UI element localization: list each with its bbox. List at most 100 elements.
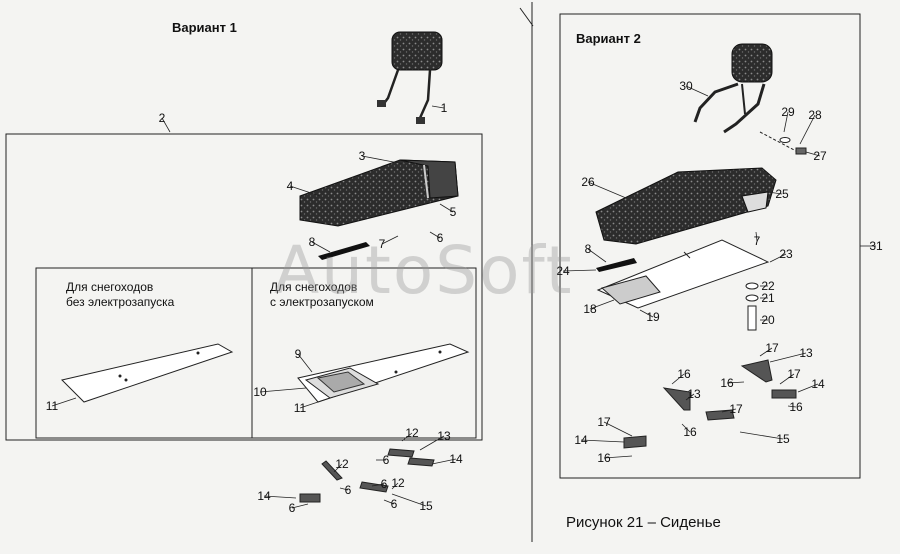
callout-number: 26 — [581, 175, 595, 189]
leader-line — [589, 299, 615, 310]
leader-line — [263, 495, 297, 499]
leader-line — [419, 435, 445, 451]
leader-line — [383, 499, 395, 505]
callout-number: 12 — [405, 426, 419, 440]
leader-line — [333, 463, 343, 473]
callout-number: 17 — [597, 415, 611, 429]
leader-line — [721, 408, 737, 413]
leader-line — [299, 397, 331, 409]
callout-number: 17 — [765, 341, 779, 355]
callout-number: 29 — [781, 105, 795, 119]
variant-2-title: Вариант 2 — [576, 31, 641, 46]
leader-line — [759, 347, 773, 357]
callout-number: 12 — [335, 457, 349, 471]
leader-line — [339, 487, 349, 491]
leader-line — [779, 373, 795, 385]
note-no-electric-start: Для снегоходов без электрозапуска — [66, 280, 175, 309]
callout-number: 6 — [383, 453, 390, 467]
callout-number: 28 — [808, 108, 822, 122]
callout-number: 19 — [646, 310, 660, 324]
callout-number: 11 — [46, 399, 59, 413]
leader-line — [739, 431, 784, 440]
leader-line — [587, 248, 607, 263]
callout-number: 4 — [287, 179, 294, 193]
base-plate-v2 — [596, 239, 770, 309]
callout-number: 16 — [597, 451, 611, 465]
leader-line — [603, 421, 633, 437]
leader-line — [391, 482, 399, 490]
callout-number: 11 — [294, 401, 307, 415]
callout-number: 13 — [799, 346, 813, 360]
callout-number: 6 — [289, 501, 296, 515]
callout-number: 14 — [574, 433, 588, 447]
leader-line — [769, 253, 787, 263]
seat-cushion-v1 — [299, 159, 459, 227]
base-plate-with-start — [297, 343, 470, 403]
leader-line — [297, 353, 313, 373]
callout-number: 23 — [779, 247, 793, 261]
leader-line — [681, 423, 691, 433]
backrest-v2 — [693, 43, 773, 134]
leader-line — [671, 373, 685, 385]
leader-line — [755, 231, 758, 242]
leader-line — [805, 151, 821, 157]
callout-number: 7 — [754, 234, 761, 248]
leader-line — [289, 185, 321, 197]
leader-line — [797, 383, 819, 393]
callout-number: 18 — [583, 302, 597, 316]
leader-line — [361, 155, 405, 165]
callout-number: 1 — [441, 101, 448, 115]
leader-line — [431, 105, 445, 109]
leader-line — [311, 241, 331, 253]
callout-number: 9 — [295, 347, 302, 361]
callout-number: 16 — [677, 367, 691, 381]
leader-line — [783, 111, 789, 133]
callout-number: 8 — [309, 235, 316, 249]
leader-line — [685, 85, 709, 97]
callout-number: 16 — [683, 425, 697, 439]
callout-number: 20 — [761, 313, 775, 327]
bolt-stack-v2 — [745, 282, 759, 331]
callout-number: 7 — [379, 237, 386, 251]
callout-number: 22 — [761, 279, 775, 293]
callout-number: 14 — [449, 452, 463, 466]
leader-line — [587, 181, 627, 199]
callout-number: 5 — [450, 205, 457, 219]
leader-line — [439, 203, 454, 213]
callout-number: 31 — [869, 239, 883, 253]
leader-line — [161, 117, 171, 133]
callout-number: 6 — [381, 477, 388, 491]
callout-number: 27 — [813, 149, 827, 163]
callout-number: 3 — [359, 149, 366, 163]
callout-number: 17 — [787, 367, 801, 381]
leader-line — [391, 493, 427, 507]
leader-line — [769, 352, 807, 363]
strip-8-v1 — [318, 242, 370, 260]
callout-number: 21 — [761, 291, 775, 305]
leader-line — [562, 269, 597, 272]
callout-number: 2 — [159, 111, 166, 125]
leader-line — [291, 503, 309, 509]
leader-line — [51, 397, 77, 407]
callout-number: 30 — [679, 79, 693, 93]
callout-number: 15 — [419, 499, 433, 513]
variant-1-title: Вариант 1 — [172, 20, 237, 35]
backrest-v1 — [377, 31, 443, 124]
callout-number: 12 — [391, 476, 405, 490]
leader-line — [431, 458, 457, 465]
base-options-frame — [35, 267, 477, 439]
note-electric-start: Для снегоходов с электрозапуском — [270, 280, 374, 309]
callout-number: 25 — [775, 187, 789, 201]
bolt-v2 — [759, 131, 807, 155]
callout-number: 16 — [720, 376, 734, 390]
seat-cushion-v2 — [595, 167, 777, 245]
group-frame-2 — [5, 133, 483, 441]
callout-number: 17 — [729, 402, 743, 416]
leader-line — [381, 235, 399, 245]
brackets-v1 — [299, 448, 435, 503]
leader-line — [726, 381, 745, 384]
leader-line — [767, 191, 783, 195]
callout-number: 24 — [556, 264, 570, 278]
